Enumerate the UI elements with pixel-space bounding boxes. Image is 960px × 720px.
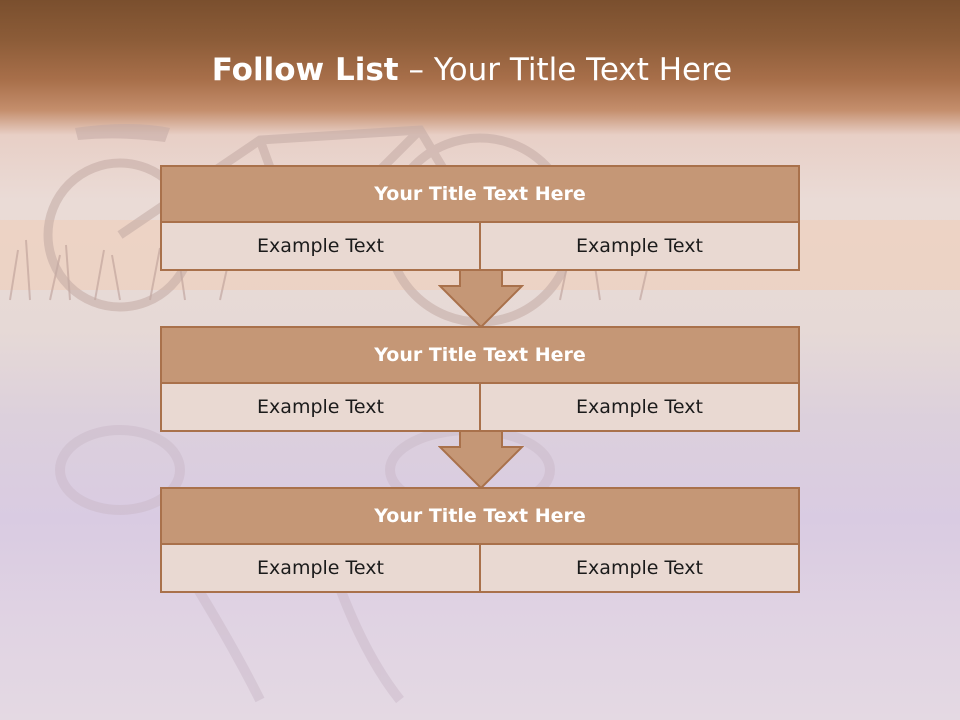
list-box-3: Your Title Text Here Example Text Exampl…: [160, 487, 800, 593]
list-box-1: Your Title Text Here Example Text Exampl…: [160, 165, 800, 271]
list-box-title: Your Title Text Here: [162, 489, 798, 545]
list-box-title: Your Title Text Here: [162, 328, 798, 384]
list-box-row: Example Text Example Text: [162, 223, 798, 269]
slide-title: Follow List – Your Title Text Here: [0, 52, 944, 88]
title-bold: Follow List: [211, 52, 399, 88]
title-rest: – Your Title Text Here: [408, 52, 733, 88]
list-box-row: Example Text Example Text: [162, 545, 798, 591]
list-box-cell-right: Example Text: [479, 223, 798, 269]
list-box-cell-right: Example Text: [479, 384, 798, 430]
down-arrow-icon: [438, 270, 524, 328]
list-box-cell-left: Example Text: [162, 545, 479, 591]
list-box-2: Your Title Text Here Example Text Exampl…: [160, 326, 800, 432]
list-box-cell-left: Example Text: [162, 223, 479, 269]
list-box-cell-right: Example Text: [479, 545, 798, 591]
list-box-cell-left: Example Text: [162, 384, 479, 430]
down-arrow-icon: [438, 431, 524, 489]
list-box-row: Example Text Example Text: [162, 384, 798, 430]
list-box-title: Your Title Text Here: [162, 167, 798, 223]
